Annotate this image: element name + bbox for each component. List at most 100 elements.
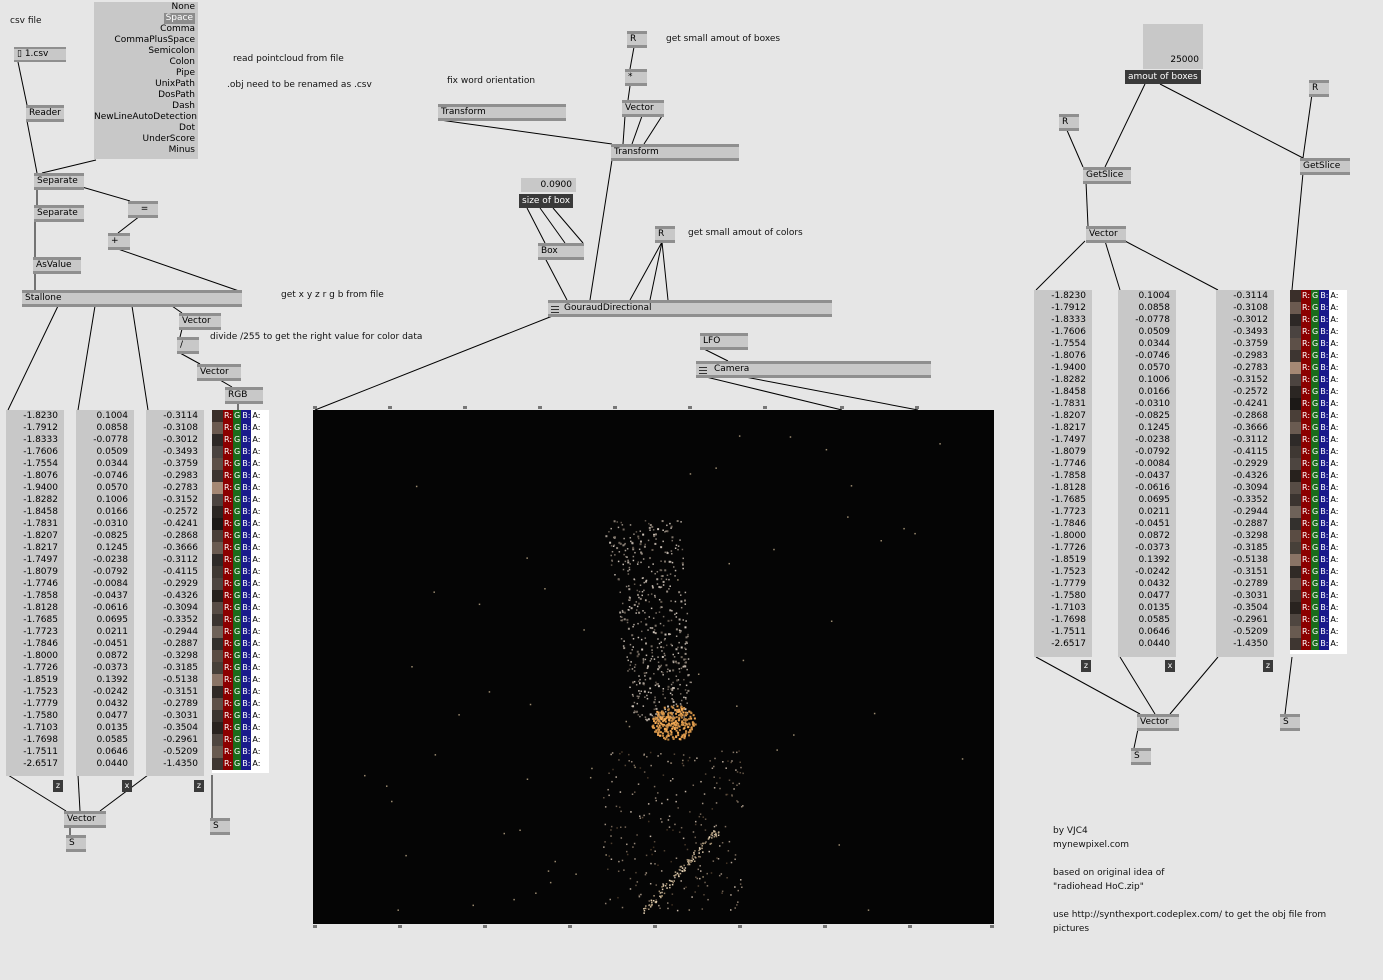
spread-value[interactable]: -1.7606 xyxy=(23,447,58,457)
spread-value[interactable]: -1.7726 xyxy=(23,663,58,673)
pin[interactable] xyxy=(840,406,844,409)
renderer-window[interactable] xyxy=(313,410,994,924)
spread-value[interactable]: -0.3094 xyxy=(1233,483,1268,493)
spread-value[interactable]: -1.8079 xyxy=(1051,447,1086,457)
spread-value[interactable]: -0.2929 xyxy=(1233,459,1268,469)
spread-value[interactable]: -0.2572 xyxy=(163,507,198,517)
node-r-top[interactable]: R xyxy=(627,31,647,48)
spread-value[interactable]: 0.0432 xyxy=(96,699,129,709)
spread-value[interactable]: -1.7698 xyxy=(23,735,58,745)
enum-option[interactable]: UnderScore xyxy=(142,134,195,144)
spread-value[interactable]: -1.8230 xyxy=(23,411,58,421)
spread-value[interactable]: -0.3185 xyxy=(1233,543,1268,553)
spread-value[interactable]: -1.8217 xyxy=(23,543,58,553)
spread-value[interactable]: -0.3759 xyxy=(1233,339,1268,349)
node-asvalue[interactable]: AsValue xyxy=(33,257,81,274)
spread-value[interactable]: -1.4350 xyxy=(163,759,198,769)
node-s-right-2[interactable]: S xyxy=(1280,714,1300,731)
pin[interactable] xyxy=(613,406,617,409)
spread-value[interactable]: -1.8519 xyxy=(1051,555,1086,565)
spread-value[interactable]: -1.7606 xyxy=(1051,327,1086,337)
spread-value[interactable]: 0.0695 xyxy=(96,615,129,625)
spread-value[interactable]: -1.7580 xyxy=(23,711,58,721)
pin[interactable] xyxy=(483,925,487,928)
spread-value[interactable]: -1.8000 xyxy=(23,651,58,661)
spread-value[interactable]: -1.9400 xyxy=(1051,363,1086,373)
spread-value[interactable]: -1.7523 xyxy=(23,687,58,697)
pin[interactable] xyxy=(653,925,657,928)
spread-value[interactable]: 0.0135 xyxy=(96,723,129,733)
enum-option[interactable]: Pipe xyxy=(176,68,195,78)
spread-value[interactable]: -1.7523 xyxy=(1051,567,1086,577)
spread-value[interactable]: -1.8333 xyxy=(1051,315,1086,325)
spread-value[interactable]: -0.3031 xyxy=(163,711,198,721)
node-s-bottom[interactable]: S xyxy=(66,835,86,852)
pin[interactable] xyxy=(538,406,542,409)
pin[interactable] xyxy=(908,925,912,928)
spread-value[interactable]: -0.2961 xyxy=(1233,615,1268,625)
spread-value[interactable]: 0.0166 xyxy=(96,507,129,517)
spread-value[interactable]: 0.0211 xyxy=(96,627,129,637)
node-getslice-1[interactable]: GetSlice xyxy=(1083,167,1131,184)
spread-value[interactable]: -2.6517 xyxy=(1051,639,1086,649)
spread-value[interactable]: -0.0437 xyxy=(1135,471,1170,481)
node-box[interactable]: Box xyxy=(538,243,584,260)
spread-value[interactable]: -1.8519 xyxy=(23,675,58,685)
spread-value[interactable]: 0.0570 xyxy=(96,483,129,493)
amount-value[interactable]: 25000 xyxy=(1143,24,1203,69)
enum-option[interactable]: CommaPlusSpace xyxy=(114,35,195,45)
node-r-right-2[interactable]: R xyxy=(1309,80,1329,97)
spread-value[interactable]: -0.0238 xyxy=(1135,435,1170,445)
spread-value[interactable]: -0.0778 xyxy=(93,435,128,445)
node-rgb[interactable]: RGB xyxy=(225,387,263,404)
spread-value[interactable]: -1.8076 xyxy=(23,471,58,481)
spread-value[interactable]: -0.0084 xyxy=(1135,459,1170,469)
spread-value[interactable]: -0.2944 xyxy=(1233,507,1268,517)
spread-value[interactable]: -1.7554 xyxy=(23,459,58,469)
pin[interactable] xyxy=(313,406,317,409)
node-vector-right-bottom[interactable]: Vector xyxy=(1137,714,1179,731)
node-vector-top[interactable]: Vector xyxy=(622,100,664,117)
spread-value[interactable]: -0.2868 xyxy=(1233,411,1268,421)
spread-value[interactable]: -1.7846 xyxy=(23,639,58,649)
spread-value[interactable]: -0.3152 xyxy=(1233,375,1268,385)
spread-value[interactable]: -1.7726 xyxy=(1051,543,1086,553)
pin[interactable] xyxy=(990,925,994,928)
node-vector-2[interactable]: Vector xyxy=(197,364,241,381)
spread-value[interactable]: -1.7858 xyxy=(23,591,58,601)
spread-value[interactable]: -0.0238 xyxy=(93,555,128,565)
spread-value[interactable]: -1.7723 xyxy=(23,627,58,637)
spread-value[interactable]: 0.0344 xyxy=(1138,339,1171,349)
spread-value[interactable]: -0.2783 xyxy=(163,483,198,493)
spread-value[interactable]: 0.1392 xyxy=(96,675,129,685)
enum-option[interactable]: None xyxy=(171,2,195,12)
pin[interactable] xyxy=(915,406,919,409)
enum-option[interactable]: NewLineAutoDetection xyxy=(94,112,198,122)
spread-value[interactable]: -0.5138 xyxy=(163,675,198,685)
node-r-colors[interactable]: R xyxy=(655,226,675,243)
spread-value[interactable]: -0.3151 xyxy=(163,687,198,697)
spread-value[interactable]: -0.3298 xyxy=(163,651,198,661)
spread-value[interactable]: -1.7912 xyxy=(23,423,58,433)
spread-value[interactable]: -0.4115 xyxy=(163,567,198,577)
spread-value[interactable]: -1.8217 xyxy=(1051,423,1086,433)
spread-value[interactable]: -1.7554 xyxy=(1051,339,1086,349)
pin[interactable] xyxy=(388,406,392,409)
spread-value[interactable]: -1.8230 xyxy=(1051,291,1086,301)
